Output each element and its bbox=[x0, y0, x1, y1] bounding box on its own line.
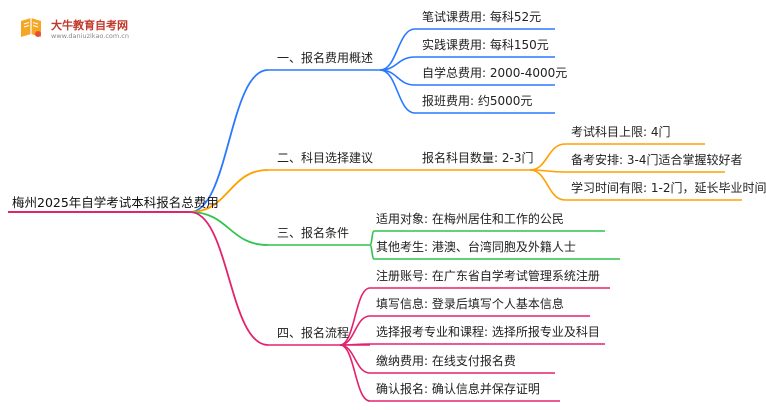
leaf-subject-limit: 考试科目上限: 4门 bbox=[571, 125, 671, 139]
leaf-pay-fee: 缴纳费用: 在线支付报名费 bbox=[376, 354, 516, 368]
branch-procedure: 四、报名流程 bbox=[277, 326, 350, 340]
leaf-confirm: 确认报名: 确认信息并保存证明 bbox=[376, 382, 540, 396]
branch-subject-advice: 二、科目选择建议 bbox=[277, 151, 374, 165]
branch1-to-leaf-1 bbox=[379, 28, 416, 71]
branch1-to-leaf-4 bbox=[379, 69, 416, 114]
leaf-choose-major: 选择报考专业和课程: 选择所报专业及科目 bbox=[376, 325, 600, 339]
branch3-to-leaf-1 bbox=[369, 230, 375, 246]
child2-to-leaf-1 bbox=[529, 143, 566, 171]
child2-to-leaf-3 bbox=[529, 169, 566, 201]
site-logo: 大牛教育自考网 www.daniuzikao.com.cn bbox=[18, 14, 136, 44]
root-to-branch-1 bbox=[189, 69, 269, 213]
leaf-register-account: 注册账号: 在广东省自学考试管理系统注册 bbox=[376, 269, 600, 283]
branch4-to-leaf-2 bbox=[339, 315, 371, 346]
branch3-to-leaf-2 bbox=[369, 244, 375, 260]
leaf-subject-count: 报名科目数量: 2-3门 bbox=[422, 151, 534, 165]
leaf-self-study-total: 自学总费用: 2000-4000元 bbox=[422, 66, 568, 80]
branch-eligibility: 三、报名条件 bbox=[277, 226, 350, 240]
branch4-to-leaf-5 bbox=[339, 344, 371, 402]
root-to-branch-2 bbox=[189, 169, 269, 213]
branch-fee-overview: 一、报名费用概述 bbox=[277, 51, 374, 65]
mindmap-connectors bbox=[8, 28, 742, 402]
leaf-practice-fee: 实践课费用: 每科150元 bbox=[422, 38, 549, 52]
leaf-study-plan: 备考安排: 3-4门适合掌握较好者 bbox=[571, 153, 743, 167]
branch4-to-leaf-4 bbox=[339, 344, 371, 374]
leaf-other-candidates: 其他考生: 港澳、台湾同胞及外籍人士 bbox=[376, 240, 576, 254]
logo-url: www.daniuzikao.com.cn bbox=[51, 32, 129, 40]
logo-name: 大牛教育自考网 bbox=[51, 19, 128, 32]
leaf-class-fee: 报班费用: 约5000元 bbox=[422, 94, 533, 108]
root-topic: 梅州2025年自学考试本科报名总费用 bbox=[12, 195, 219, 210]
book-logo-icon bbox=[21, 18, 41, 37]
leaf-written-fee: 笔试课费用: 每科52元 bbox=[422, 10, 542, 24]
root-to-branch-4 bbox=[189, 211, 269, 346]
root-to-branch-3 bbox=[189, 211, 269, 246]
leaf-eligible-residents: 适用对象: 在梅州居住和工作的公民 bbox=[376, 212, 564, 226]
leaf-limited-time: 学习时间有限: 1-2门，延长毕业时间 bbox=[571, 181, 766, 195]
leaf-fill-info: 填写信息: 登录后填写个人基本信息 bbox=[376, 297, 564, 311]
mindmap-canvas: 大牛教育自考网 www.daniuzikao.com.cn 梅州2025年自学考… bbox=[8, 10, 766, 402]
